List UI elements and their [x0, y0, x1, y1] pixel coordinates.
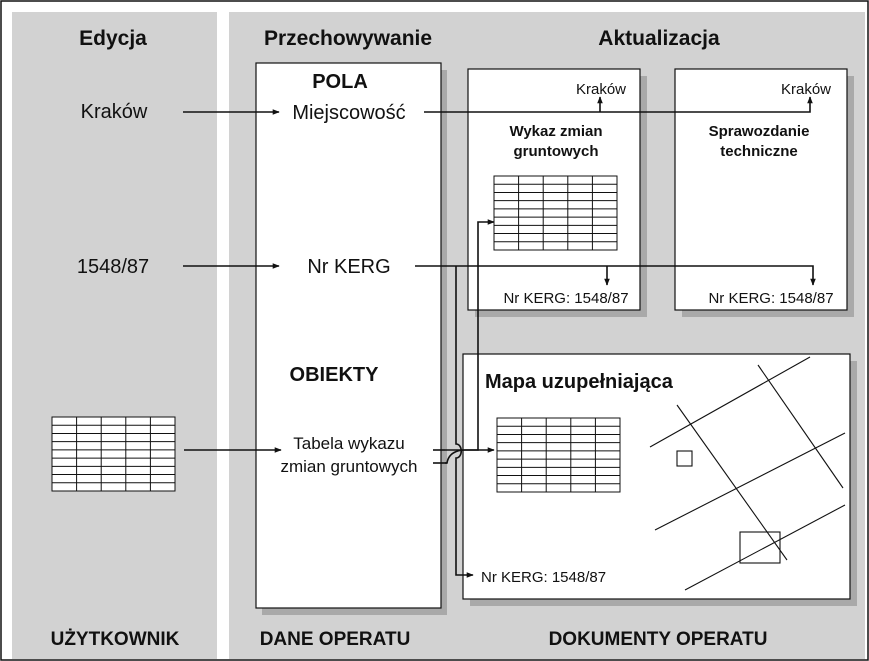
doc-mapa-kerg: Nr KERG: 1548/87 [481, 569, 606, 586]
arrow-tabela-to-mapa-table [445, 447, 495, 464]
doc-mapa-title: Mapa uzupełniająca [485, 371, 674, 393]
column-left-background [12, 12, 217, 659]
column-footer-dokumenty-operatu: DOKUMENTY OPERATU [549, 629, 768, 650]
doc-sprawozdanie-kerg: Nr KERG: 1548/87 [708, 290, 833, 307]
table-grid-border [496, 417, 621, 493]
input-city-label: Kraków [81, 101, 148, 123]
doc-wykaz-city: Kraków [576, 81, 626, 98]
column-header-przechowywanie: Przechowywanie [264, 27, 432, 50]
doc-wykaz-kerg: Nr KERG: 1548/87 [503, 290, 628, 307]
doc-mapa-table-icon [496, 417, 621, 493]
column-header-edycja: Edycja [79, 27, 147, 50]
column-footer-dane-operatu: DANE OPERATU [260, 629, 411, 650]
column-footer-uzytkownik: UŻYTKOWNIK [51, 629, 180, 650]
table-grid-border [51, 416, 176, 492]
field-miejscowosc-label: Miejscowość [292, 102, 405, 124]
doc-wykaz-table-icon [493, 175, 618, 251]
arrow-miejscowosc-to-documents [424, 96, 813, 113]
doc-sprawozdanie-title-line1: Sprawozdanie [709, 123, 810, 140]
doc-wykaz-title-line2: gruntowych [514, 143, 599, 160]
doc-sprawozdanie-title-line2: techniczne [720, 143, 798, 160]
arrow-nr-kerg-to-sprawozdanie [415, 265, 816, 286]
data-panel [255, 62, 442, 609]
doc-sprawozdanie-city: Kraków [781, 81, 831, 98]
map-drawing [649, 356, 846, 591]
input-kerg-label: 1548/87 [77, 256, 149, 278]
section-obiekty-label: OBIEKTY [290, 364, 380, 386]
user-table-icon [51, 416, 176, 492]
doc-wykaz-title-line1: Wykaz zmian [509, 123, 602, 140]
field-nr-kerg-label: Nr KERG [307, 256, 390, 278]
column-header-aktualizacja: Aktualizacja [598, 27, 720, 50]
field-tabela-label-line1: Tabela wykazu [293, 434, 405, 453]
table-grid-border [493, 175, 618, 251]
doc-sprawozdanie [674, 68, 848, 311]
section-pola-label: POLA [312, 71, 368, 93]
field-tabela-label-line2: zmian gruntowych [280, 457, 417, 476]
arrow-nr-kerg-to-mapa [455, 266, 474, 578]
